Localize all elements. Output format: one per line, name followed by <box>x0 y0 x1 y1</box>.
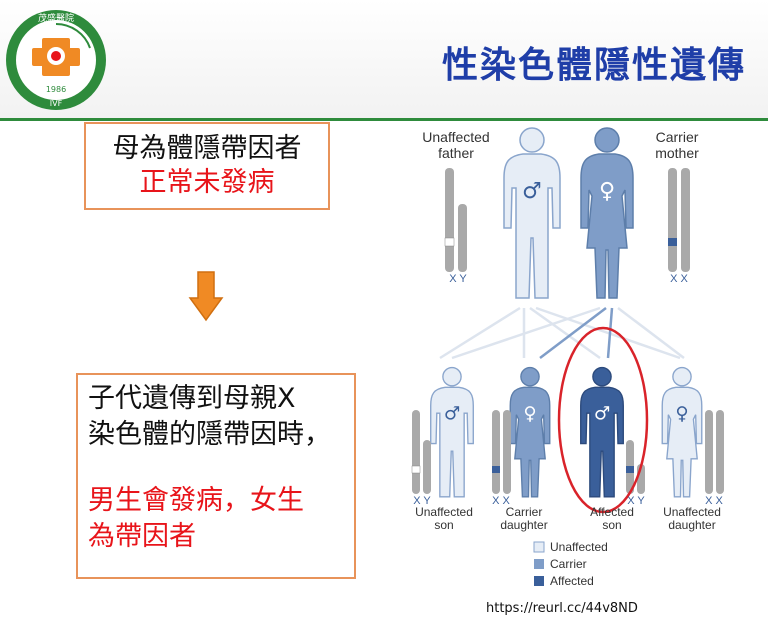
child-unaffected-son: ♂ <box>411 366 474 498</box>
inheritance-box: 子代遺傳到母親X 染色體的隱帶因時， 男生會發病，女生 為帶因者 <box>76 373 356 579</box>
mother-status-line2: 正常未發病 <box>139 167 275 198</box>
legend-affected: Affected <box>550 574 594 588</box>
legend-carrier: Carrier <box>550 557 587 571</box>
inheritance-line3: 男生會發病，女生 <box>88 485 304 516</box>
mother-chromosomes <box>668 168 690 272</box>
svg-text:♂: ♂ <box>594 403 610 424</box>
mother-status-box: 母為體隱帶因者 正常未發病 <box>84 122 330 210</box>
child3-chrom-label: X Y <box>627 495 645 507</box>
svg-text:♂: ♂ <box>444 403 460 424</box>
father-chromosomes <box>444 168 467 272</box>
mother-figure: ♀ <box>580 127 634 299</box>
svg-text:♀: ♀ <box>675 403 688 424</box>
logo-name: 茂盛醫院 <box>38 12 74 24</box>
svg-text:♂: ♂ <box>522 179 542 204</box>
father-label-1: Unaffected <box>422 129 489 145</box>
child4-chrom-label: X X <box>705 495 723 507</box>
child2-chrom-label: X X <box>492 495 510 507</box>
child1-chrom-label: X Y <box>413 495 431 507</box>
down-arrow-icon <box>188 271 224 322</box>
inheritance-line4: 為帶因者 <box>88 521 196 552</box>
page-title: 性染色體隱性遺傳 <box>441 45 746 86</box>
child4-label-1: Unaffected <box>663 505 721 519</box>
legend-swatch-unaffected <box>533 541 545 553</box>
legend: Unaffected Carrier Affected <box>533 540 608 588</box>
child2-label-2: daughter <box>500 518 547 532</box>
mother-label-2: mother <box>655 145 699 161</box>
source-url: https://reurl.cc/44v8ND <box>486 601 638 616</box>
header-divider <box>0 118 768 121</box>
mother-chrom-label: X X <box>670 273 688 285</box>
affected-highlight-circle <box>557 326 649 514</box>
legend-swatch-carrier <box>534 559 544 569</box>
mother-status-line1: 母為體隱帶因者 <box>112 133 302 164</box>
child2-label-1: Carrier <box>506 505 543 519</box>
logo-year: 1986 <box>46 85 66 94</box>
child-unaffected-daughter: ♀ <box>661 366 724 498</box>
inheritance-arrows <box>439 306 685 360</box>
legend-unaffected: Unaffected <box>550 540 608 554</box>
child-affected-son: ♂ <box>557 326 649 514</box>
header-bar <box>0 0 768 118</box>
child3-label-1: Affected <box>590 505 634 519</box>
hospital-logo: 茂盛醫院 1986 IVF <box>6 10 106 110</box>
mother-label-1: Carrier <box>656 129 699 145</box>
svg-text:♀: ♀ <box>599 179 615 204</box>
father-label-2: father <box>438 145 474 161</box>
child1-label-1: Unaffected <box>415 505 473 519</box>
child-carrier-daughter: ♀ <box>492 366 551 498</box>
child3-label-2: son <box>602 518 621 532</box>
logo-tag: IVF <box>50 99 63 108</box>
father-figure: ♂ <box>503 127 561 299</box>
svg-text:♀: ♀ <box>523 403 536 424</box>
father-chrom-label: X Y <box>449 273 467 285</box>
inheritance-line1: 子代遺傳到母親X <box>88 383 296 414</box>
child4-label-2: daughter <box>668 518 715 532</box>
child1-label-2: son <box>434 518 453 532</box>
inheritance-diagram: Unaffected father Carrier mother X Y X X… <box>411 127 724 588</box>
inheritance-line2: 染色體的隱帶因時， <box>88 419 331 450</box>
legend-swatch-affected <box>534 576 544 586</box>
